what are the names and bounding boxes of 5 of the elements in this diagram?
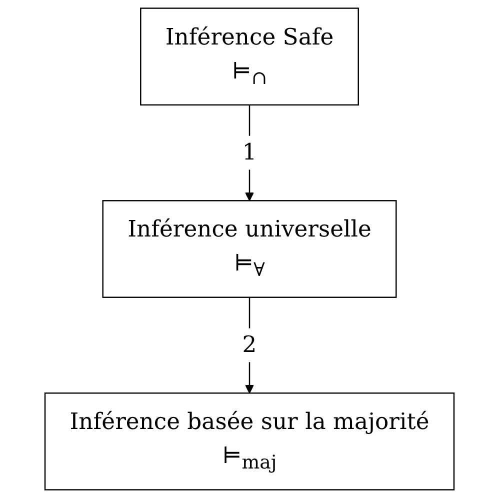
node-box: Inférence basée sur la majorité ⊨$_{maj}$: [44, 392, 455, 490]
edge-label: 1: [242, 140, 257, 166]
node-box: Inférence Safe ⊨$_{∩}$: [140, 8, 359, 106]
node-box: Inférence universelle ⊨$_{∀}$: [102, 200, 397, 298]
edge-label: 2: [242, 332, 257, 358]
